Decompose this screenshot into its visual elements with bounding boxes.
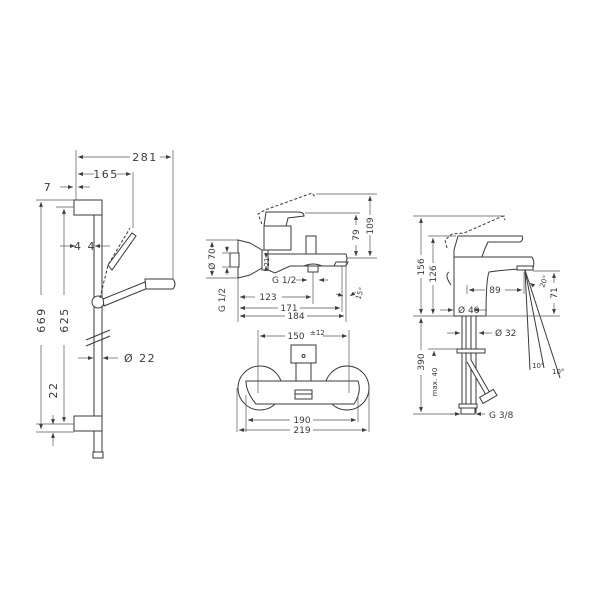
dim-71: 71 — [550, 287, 560, 298]
dim-184: 184 — [287, 312, 304, 322]
dim-281: 281 — [132, 151, 158, 164]
dim-hose-thread: G 3/8 — [489, 411, 514, 421]
dim-156: 156 — [417, 258, 427, 275]
dim-390: 390 — [417, 353, 427, 370]
dim-89: 89 — [489, 286, 501, 296]
dim-rail-diameter: Ø 22 — [124, 352, 156, 365]
dim-150-tolerance: ±12 — [310, 329, 325, 337]
basin-mixer-dimensions: 156 126 89 71 20° Ø 46 Ø 32 39 — [413, 215, 564, 421]
dim-625: 625 — [58, 307, 71, 333]
dim-190: 190 — [293, 416, 310, 426]
dim-126: 126 — [429, 265, 439, 282]
dim-171: 171 — [280, 304, 297, 314]
dim-219: 219 — [293, 426, 310, 436]
dim-15deg: 15° — [354, 286, 366, 300]
dim-outlet-thread: G 1/2 — [272, 276, 296, 286]
dim-body-diameter: Ø 46 — [458, 305, 480, 316]
dim-7: 7 — [44, 181, 53, 194]
dim-flange-diameter: Ø 70 — [207, 248, 218, 270]
dim-10deg-b: 10° — [552, 368, 564, 376]
dim-165: 165 — [93, 168, 119, 181]
bath-mixer-side-drawing — [229, 192, 349, 279]
basin-mixer-drawing — [444, 215, 561, 415]
dim-22-bottom: 22 — [47, 382, 60, 399]
dim-669: 669 — [35, 307, 48, 333]
dim-shank-diameter: Ø 32 — [495, 328, 516, 339]
dim-150-value: 150 — [287, 332, 304, 342]
dim-109: 109 — [366, 217, 376, 234]
dim-20deg: 20° — [538, 274, 550, 288]
dim-wall-thread: G 1/2 — [218, 288, 228, 312]
bath-mixer-front-dimensions: 150 ±12 190 219 — [236, 329, 370, 436]
shower-rail-drawing — [73, 199, 176, 459]
dim-21: 21 — [263, 258, 271, 267]
bath-mixer-front-drawing — [237, 344, 370, 411]
dim-79: 79 — [352, 229, 362, 241]
shower-rail-dimensions: 281 165 7 4 4 669 625 22 Ø 22 — [35, 150, 174, 446]
bath-mixer-side-dimensions: 109 79 Ø 70 G 1/2 21 G 1/2 15° — [206, 193, 377, 322]
dim-123: 123 — [259, 293, 276, 303]
dim-150: 150 — [287, 332, 304, 342]
dim-max-40: max. 40 — [431, 368, 439, 397]
dim-10deg-a: 10° — [532, 362, 544, 370]
dim-44: 4 4 — [74, 240, 96, 253]
